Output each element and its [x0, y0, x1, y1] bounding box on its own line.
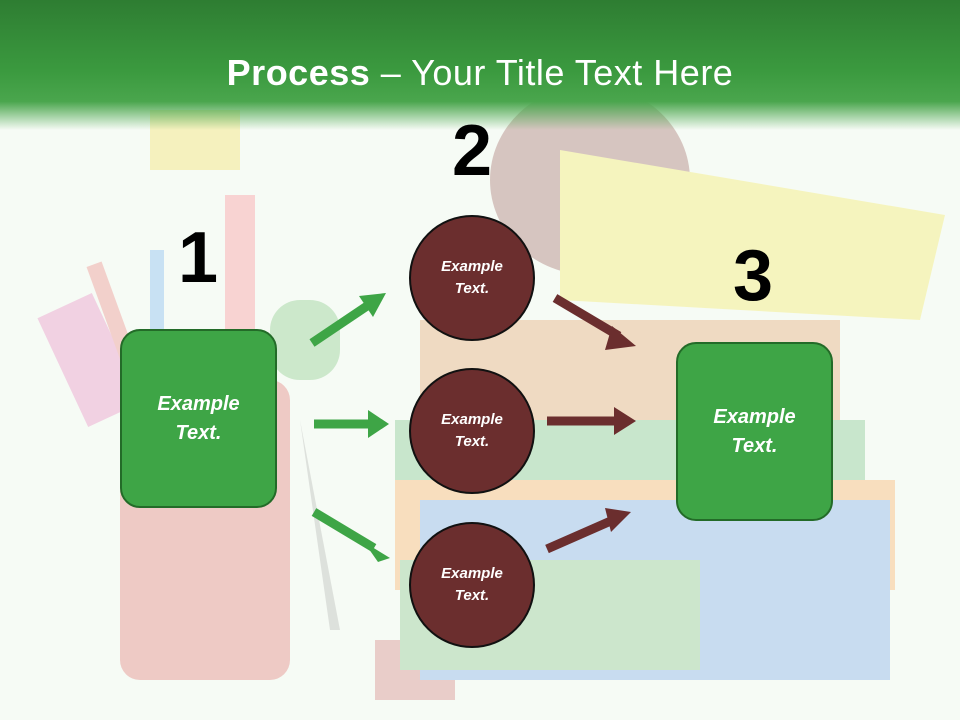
step-number-3: 3 [732, 236, 774, 316]
circle-3-text-line2: Text. [454, 587, 490, 604]
step-3-text-line1: Example [713, 405, 796, 428]
step-number-1: 1 [177, 218, 219, 298]
step-1-text-line1: Example [157, 392, 240, 415]
circle-2-text-line2: Text. [454, 433, 490, 450]
circle-2-text-line1: Example [441, 410, 503, 428]
slide-title[interactable]: Process – Your Title Text Here [0, 52, 960, 94]
step-1-text-line2: Text. [175, 421, 222, 444]
circle-1-text-line2: Text. [454, 280, 490, 297]
title-bold: Process [226, 52, 371, 93]
circle-1-text-line1: Example [441, 257, 503, 275]
step-3-text-line2: Text. [731, 434, 778, 457]
circle-3-text-line1: Example [441, 564, 503, 582]
title-bar [0, 0, 960, 130]
step-number-2: 2 [451, 111, 493, 191]
title-rest: – Your Title Text Here [370, 52, 734, 93]
